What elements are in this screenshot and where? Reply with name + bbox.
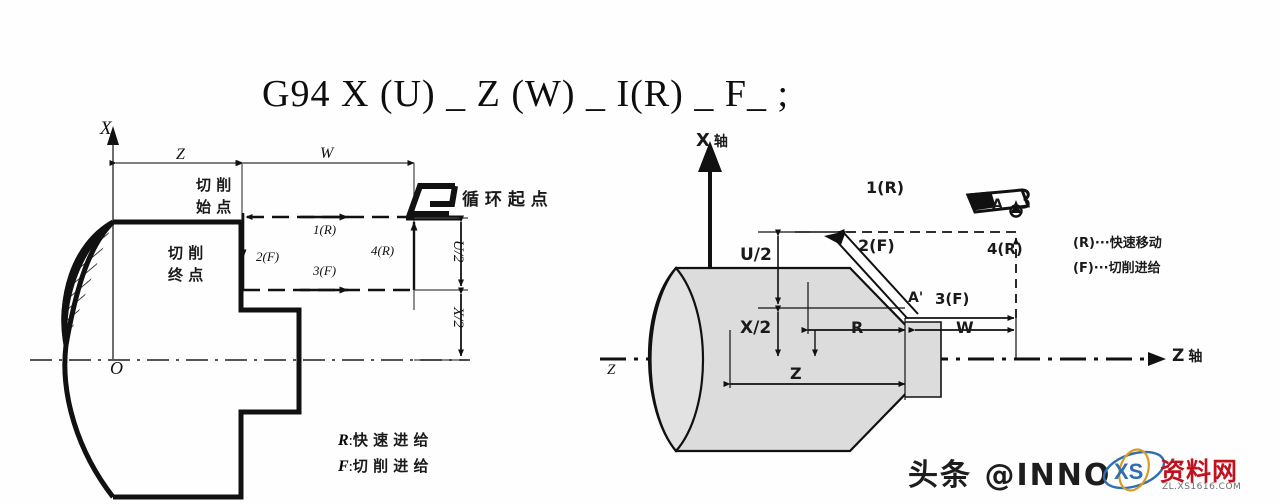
left-legend-key-f: F (338, 458, 349, 475)
right-legend: (R) ··· 快速移动 (F) ··· 切削进给 (1073, 232, 1162, 276)
watermark-site-name: 资料网 (1160, 457, 1239, 486)
right-dim-r-label: R (851, 318, 864, 337)
watermark-url: ZL.XS1616.COM (1162, 482, 1242, 492)
left-move-4-label: 4(R) (371, 243, 395, 258)
left-dim-w-label: W (320, 145, 334, 162)
right-dim-z-label: Z (790, 364, 802, 383)
left-legend-text-r: 快 速 进 给 (352, 431, 429, 449)
left-dim-u2-label: U/2 (450, 240, 466, 263)
right-legend-text-f: 切削进给 (1108, 261, 1161, 276)
left-legend-sep-f: : (348, 459, 353, 475)
left-legend-text-f: 切 削 进 给 (352, 457, 429, 475)
left-move-3-label: 3(F) (313, 263, 337, 278)
right-legend-text-r: 快速移动 (1109, 236, 1162, 251)
right-legend-key-r: (R) (1073, 236, 1095, 251)
left-legend-sep-r: : (348, 433, 353, 449)
right-x-axis-cn: 轴 (713, 134, 728, 150)
left-move-2-label: 2(F) (256, 249, 280, 264)
left-move-1-label: 1(R) (313, 222, 337, 237)
cut-start-label-line1: 切 削 (196, 176, 232, 194)
cycle-start-label: 循 环 起 点 (462, 190, 548, 210)
left-x-axis-label: X (100, 118, 112, 139)
cut-end-label-line1: 切 削 (168, 244, 204, 262)
right-move-4-label: 4(R) (987, 240, 1023, 258)
watermark-brand: 头条 @INNO (908, 458, 1112, 493)
right-dim-w-label: W (956, 318, 974, 337)
page-title: G94 X (U) _ Z (W) _ I(R) _ F_ ; (262, 73, 790, 115)
right-legend-key-f: (F) (1073, 261, 1094, 276)
right-dim-x2-label: X/2 (740, 318, 772, 338)
right-x-axis-label: X 轴 (696, 130, 728, 151)
right-dim-z-left-label: Z (607, 362, 616, 378)
left-dim-z-label: Z (176, 146, 185, 163)
left-origin-label: O (110, 358, 123, 378)
right-legend-sep-r: ··· (1094, 236, 1110, 251)
right-dim-u2-label: U/2 (740, 245, 772, 265)
left-legend-key-r: R (338, 432, 349, 449)
right-z-axis-letter: Z (1172, 346, 1185, 366)
right-move-1-label: 1(R) (866, 178, 905, 197)
right-z-axis-cn: 轴 (1188, 349, 1203, 365)
right-point-a-label: A (992, 197, 1003, 213)
right-x-axis-letter: X (696, 130, 710, 151)
left-dim-x2-label: X/2 (450, 307, 466, 328)
watermark-logo-mark-icon: XS (1102, 448, 1166, 492)
svg-text:XS: XS (1114, 459, 1143, 484)
cut-end-label-line2: 终 点 (168, 266, 204, 284)
right-legend-sep-f: ··· (1093, 261, 1109, 276)
right-z-axis-label: Z 轴 (1172, 346, 1202, 366)
right-point-a-prime-label: A' (908, 290, 924, 306)
left-legend: R : 快 速 进 给 F : 切 削 进 给 (338, 429, 429, 476)
right-move-2-label: 2(F) (858, 236, 895, 255)
cut-start-label-line2: 始 点 (196, 198, 232, 216)
right-move-3-label: 3(F) (935, 290, 970, 308)
